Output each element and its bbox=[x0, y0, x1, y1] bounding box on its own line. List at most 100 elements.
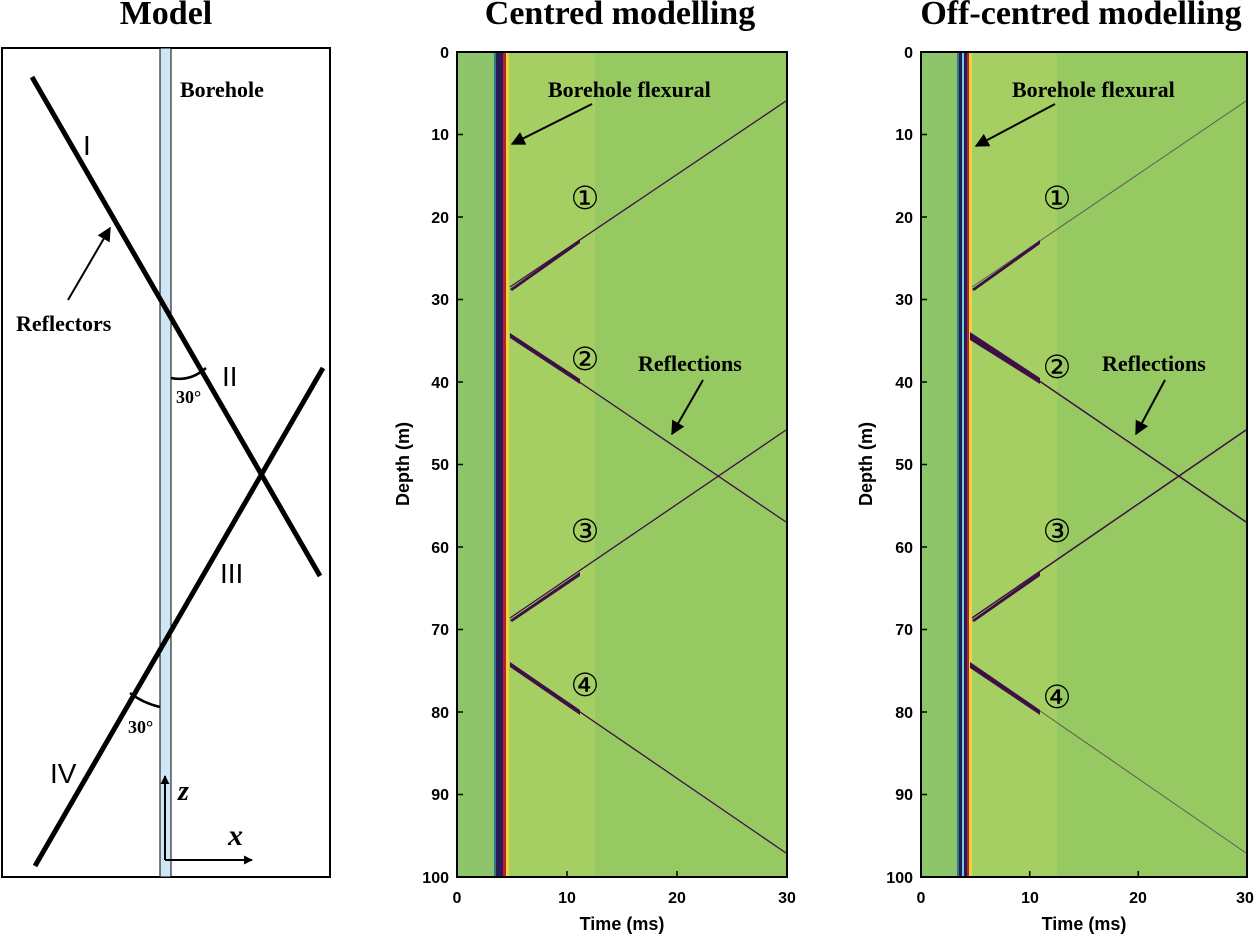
offcentred-event-1-head bbox=[972, 240, 1040, 291]
centred-event-1-tail bbox=[509, 100, 787, 288]
centred-event-4-head bbox=[510, 662, 580, 715]
offcentred-event-2-head bbox=[970, 332, 1040, 384]
centred-flexural-label: Borehole flexural bbox=[548, 77, 711, 102]
offcentred-marker-2: ② bbox=[1043, 348, 1072, 386]
centred-xtick-30: 30 bbox=[778, 890, 796, 907]
angle-label-lower: 30° bbox=[128, 717, 153, 737]
centred-reflection-events bbox=[509, 100, 787, 854]
angle-arc-lower bbox=[129, 692, 161, 709]
offcentred-reflections-label: Reflections bbox=[1102, 351, 1206, 376]
centred-xtick-20: 20 bbox=[668, 890, 686, 907]
centred-xtick-0: 0 bbox=[453, 890, 462, 907]
offcentred-ytick-100: 100 bbox=[886, 870, 913, 887]
offcentred-marker-1: ① bbox=[1043, 179, 1072, 217]
centred-ytick-90: 90 bbox=[431, 787, 449, 804]
centred-late-zone bbox=[595, 52, 787, 877]
offcentred-flexural-band-teal bbox=[957, 52, 959, 877]
z-label: z bbox=[177, 776, 189, 807]
offcentred-event-3-head bbox=[972, 572, 1040, 622]
model-title: Model bbox=[120, 0, 213, 32]
offcentred-xtick-0: 0 bbox=[917, 890, 926, 907]
reflector-label-2: II bbox=[222, 361, 238, 392]
offcentred-ytick-80: 80 bbox=[895, 705, 913, 722]
centred-event-3-head bbox=[510, 572, 580, 622]
offcentred-x-ticks: 0 10 20 30 bbox=[917, 871, 1254, 907]
centred-event-2-head bbox=[510, 333, 580, 384]
centred-marker-4: ④ bbox=[571, 666, 600, 704]
centred-reflections-label: Reflections bbox=[638, 351, 742, 376]
offcentred-ytick-40: 40 bbox=[895, 375, 913, 392]
centred-flexural-arrow bbox=[510, 103, 593, 145]
centred-ytick-20: 20 bbox=[431, 210, 449, 227]
offcentred-flexural-band-cyan bbox=[962, 52, 964, 877]
offcentred-ytick-30: 30 bbox=[895, 292, 913, 309]
centred-flexural-band-dark bbox=[496, 52, 503, 877]
x-label: x bbox=[227, 819, 243, 852]
reflectors-label: Reflectors bbox=[16, 311, 112, 336]
centred-marker-2: ② bbox=[571, 340, 600, 378]
centred-xtick-10: 10 bbox=[558, 890, 576, 907]
centred-flexural-band-red bbox=[503, 52, 506, 877]
centred-ytick-60: 60 bbox=[431, 540, 449, 557]
centred-reflections-arrow bbox=[671, 379, 704, 436]
centred-early-zone bbox=[457, 52, 495, 877]
offcentred-y-axis-label: Depth (m) bbox=[856, 422, 876, 506]
centred-ytick-50: 50 bbox=[431, 457, 449, 474]
offcentred-y-ticks: 0 10 20 30 40 50 60 70 80 90 100 bbox=[886, 45, 927, 887]
centred-flexural-band-teal bbox=[494, 52, 496, 877]
offcentred-ytick-20: 20 bbox=[895, 210, 913, 227]
centred-y-ticks: 0 10 20 30 40 50 60 70 80 90 100 bbox=[422, 45, 463, 887]
model-panel: Model Borehole I II III IV Reflectors 30… bbox=[1, 0, 331, 878]
centred-ytick-10: 10 bbox=[431, 127, 449, 144]
centred-title: Centred modelling bbox=[485, 0, 755, 32]
centred-ytick-100: 100 bbox=[422, 870, 449, 887]
offcentred-event-1-tail bbox=[971, 100, 1247, 288]
centred-marker-1: ① bbox=[571, 179, 600, 217]
borehole bbox=[159, 47, 172, 878]
offcentred-xtick-30: 30 bbox=[1236, 890, 1254, 907]
reflector-label-4: IV bbox=[50, 758, 77, 789]
centred-flexural-band-yellow bbox=[506, 52, 509, 877]
offcentred-marker-4: ④ bbox=[1043, 678, 1072, 716]
offcentred-ytick-0: 0 bbox=[904, 45, 913, 62]
centred-x-ticks: 0 10 20 30 bbox=[453, 871, 796, 907]
offcentred-ytick-10: 10 bbox=[895, 127, 913, 144]
offcentred-reflections-arrow bbox=[1135, 379, 1166, 436]
centred-event-1-head bbox=[510, 239, 580, 291]
offcentred-x-axis-label: Time (ms) bbox=[1042, 914, 1127, 934]
angle-arc-upper bbox=[170, 367, 207, 381]
reflector-label-1: I bbox=[83, 130, 91, 161]
centred-panel: Centred modelling Borehole flexural Refl… bbox=[393, 0, 796, 934]
centred-ytick-80: 80 bbox=[431, 705, 449, 722]
reflector-line-descending bbox=[29, 75, 323, 578]
centred-x-axis-label: Time (ms) bbox=[580, 914, 665, 934]
centred-marker-3: ③ bbox=[571, 512, 600, 550]
offcentred-panel: Off-centred modelling Borehole flexural … bbox=[856, 0, 1254, 934]
centred-ytick-70: 70 bbox=[431, 622, 449, 639]
centred-event-3-tail bbox=[509, 429, 787, 619]
offcentred-xtick-10: 10 bbox=[1021, 890, 1039, 907]
offcentred-flexural-band-dark-2 bbox=[964, 52, 967, 877]
offcentred-ytick-90: 90 bbox=[895, 787, 913, 804]
reflector-line-ascending bbox=[32, 366, 326, 868]
offcentred-flexural-band-dark bbox=[959, 52, 962, 877]
offcentred-event-3-tail bbox=[971, 429, 1247, 619]
offcentred-reflection-events bbox=[970, 100, 1247, 854]
offcentred-flexural-label: Borehole flexural bbox=[1012, 77, 1175, 102]
offcentred-flexural-band-yellow bbox=[969, 52, 972, 877]
centred-y-axis-label: Depth (m) bbox=[393, 422, 413, 506]
offcentred-ytick-70: 70 bbox=[895, 622, 913, 639]
centred-ytick-40: 40 bbox=[431, 375, 449, 392]
offcentred-ytick-60: 60 bbox=[895, 540, 913, 557]
offcentred-marker-3: ③ bbox=[1043, 512, 1072, 550]
offcentred-flexural-band-red bbox=[967, 52, 969, 877]
offcentred-xtick-20: 20 bbox=[1129, 890, 1147, 907]
borehole-label: Borehole bbox=[180, 77, 264, 102]
centred-ytick-0: 0 bbox=[440, 45, 449, 62]
offcentred-title: Off-centred modelling bbox=[920, 0, 1241, 32]
offcentred-event-4-head bbox=[970, 662, 1040, 715]
reflector-label-3: III bbox=[220, 558, 243, 589]
offcentred-flexural-arrow bbox=[974, 103, 1056, 147]
offcentred-late-zone bbox=[1057, 52, 1247, 877]
